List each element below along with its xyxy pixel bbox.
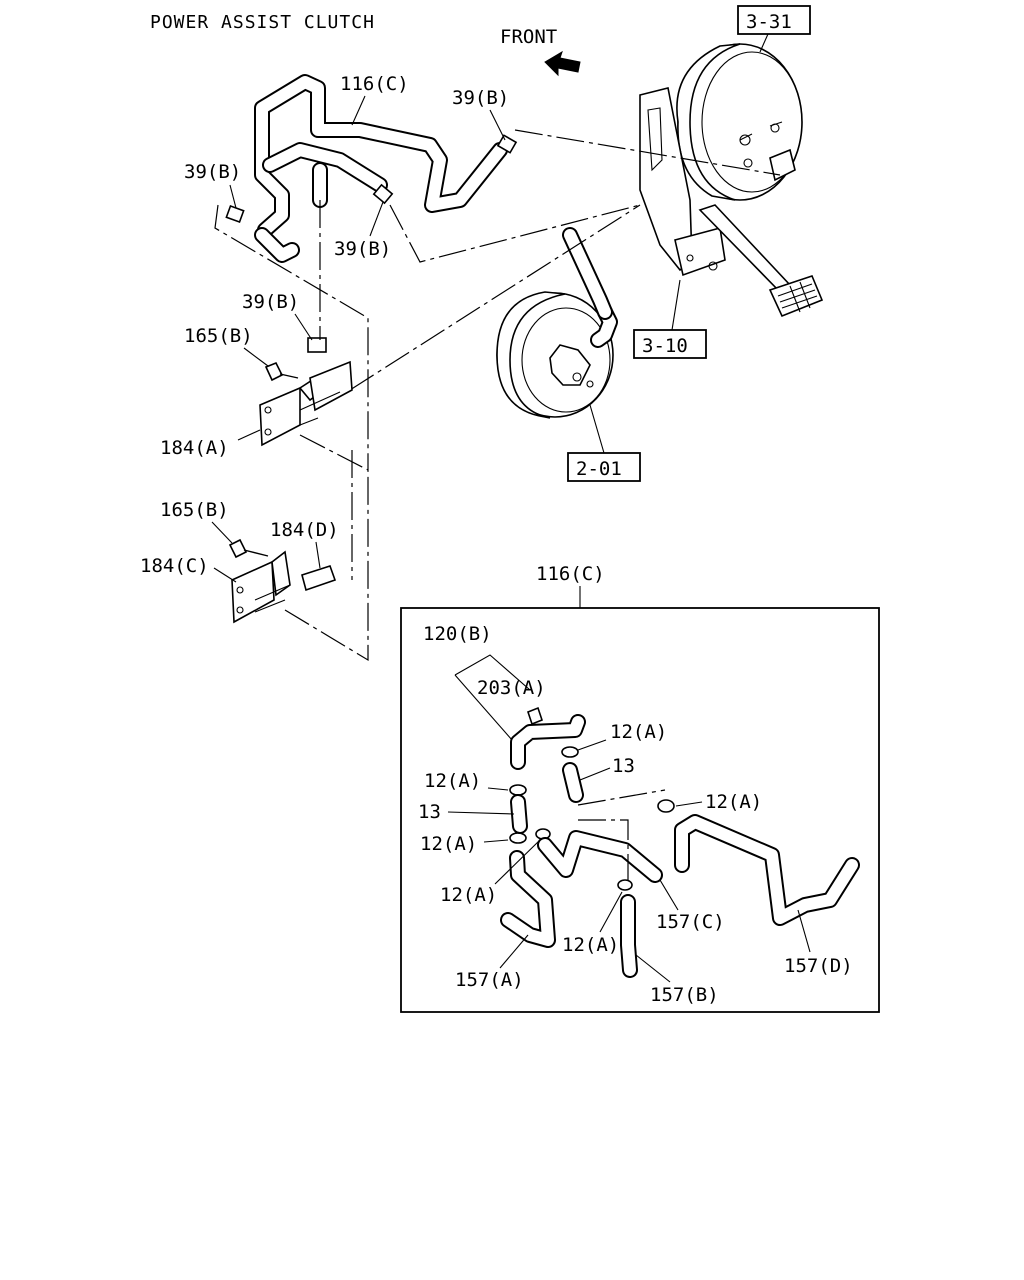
svg-text:3-31: 3-31 [746,11,792,33]
callout-13-2: 13 [418,801,441,823]
callout-157a: 157(A) [455,969,524,991]
ref-box-3-10: 3-10 [633,279,707,359]
front-direction-arrow-icon [544,50,581,77]
callout-12a-3: 12(A) [420,833,477,855]
front-label: FRONT [500,26,557,48]
ref-box-2-01: 2-01 [567,404,641,482]
callout-165b-1: 165(B) [184,325,253,347]
callout-157c: 157(C) [656,911,725,933]
callout-120b: 120(B) [423,623,492,645]
callout-165b-2: 165(B) [160,499,229,521]
svg-text:2-01: 2-01 [576,458,622,480]
callout-116c: 116(C) [340,73,409,95]
callout-12a-5: 12(A) [440,884,497,906]
callout-39b-1: 39(B) [452,87,509,109]
callout-157d: 157(D) [784,955,853,977]
callout-184a: 184(A) [160,437,229,459]
booster-assembly-drawing [639,43,824,318]
bracket-184a-drawing [259,360,353,447]
callout-13-1: 13 [612,755,635,777]
callout-39b-4: 39(B) [242,291,299,313]
detail-header-116c: 116(C) [536,563,605,585]
callout-39b-3: 39(B) [334,238,391,260]
callout-12a-4: 12(A) [705,791,762,813]
bracket-184c-drawing [228,538,337,624]
hose-routing-top [225,74,613,353]
clutch-booster-drawing [496,291,618,419]
callout-12a-2: 12(A) [424,770,481,792]
svg-text:3-10: 3-10 [642,335,688,357]
detail-frame [400,607,880,1013]
callout-184c: 184(C) [140,555,209,577]
callout-184d: 184(D) [270,519,339,541]
leader-lines-top [214,129,781,662]
callout-12a-6: 12(A) [562,934,619,956]
ref-box-3-31: 3-31 [737,5,811,53]
detail-callouts: 120(B) 203(A) 12(A) 13 12(A) 13 12(A) 12… [418,623,853,1006]
leader-lines-detail [577,789,666,880]
callout-39b-2: 39(B) [184,161,241,183]
callout-157b: 157(B) [650,984,719,1006]
callout-12a-1: 12(A) [610,721,667,743]
top-callouts: 116(C) 39(B) 39(B) 39(B) 39(B) 165(B) 18… [140,73,509,583]
diagram-title: POWER ASSIST CLUTCH [150,12,375,33]
detail-parts-drawing [500,706,860,978]
callout-203a: 203(A) [477,677,546,699]
